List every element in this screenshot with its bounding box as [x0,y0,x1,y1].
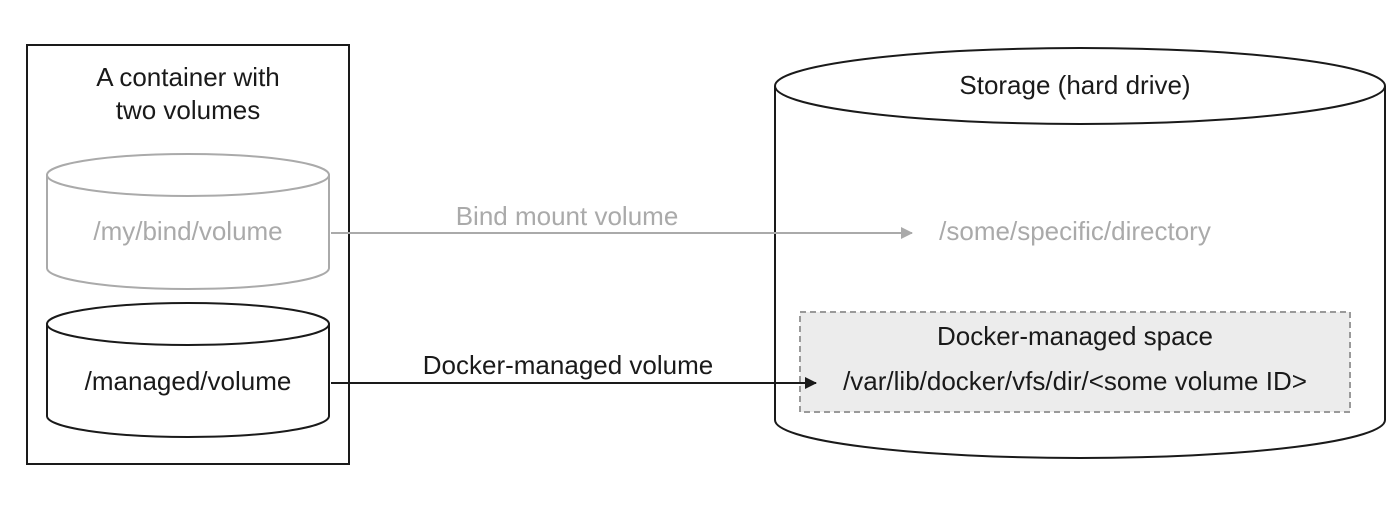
managed-volume-body [46,324,330,438]
docker-managed-space-path: /var/lib/docker/vfs/dir/<some volume ID> [843,366,1307,396]
managed-volume-cylinder: /managed/volume [46,302,330,438]
managed-volume-connection: Docker-managed volume [331,350,817,389]
docker-managed-space: Docker-managed space /var/lib/docker/vfs… [799,311,1351,413]
bind-mount-label: Bind mount volume [456,201,679,231]
storage-title: Storage (hard drive) [959,70,1190,100]
bind-volume-top [46,153,330,197]
managed-volume-connection-label: Docker-managed volume [423,350,713,380]
bind-volume-cylinder: /my/bind/volume [46,153,330,290]
storage-top [774,47,1386,125]
managed-volume-label: /managed/volume [85,366,292,396]
managed-volume-top [46,302,330,346]
container-title-line1: A container with [96,62,280,92]
docker-managed-space-box [799,311,1351,413]
container-box-outline [26,44,350,465]
container-box: A container with two volumes [26,44,350,465]
container-title-line2: two volumes [116,95,261,125]
bind-mount-connection: Bind mount volume [331,201,913,239]
specific-directory-label: /some/specific/directory [939,216,1211,246]
docker-managed-space-title: Docker-managed space [937,321,1213,351]
bind-volume-body [46,175,330,290]
bind-volume-label: /my/bind/volume [93,216,282,246]
